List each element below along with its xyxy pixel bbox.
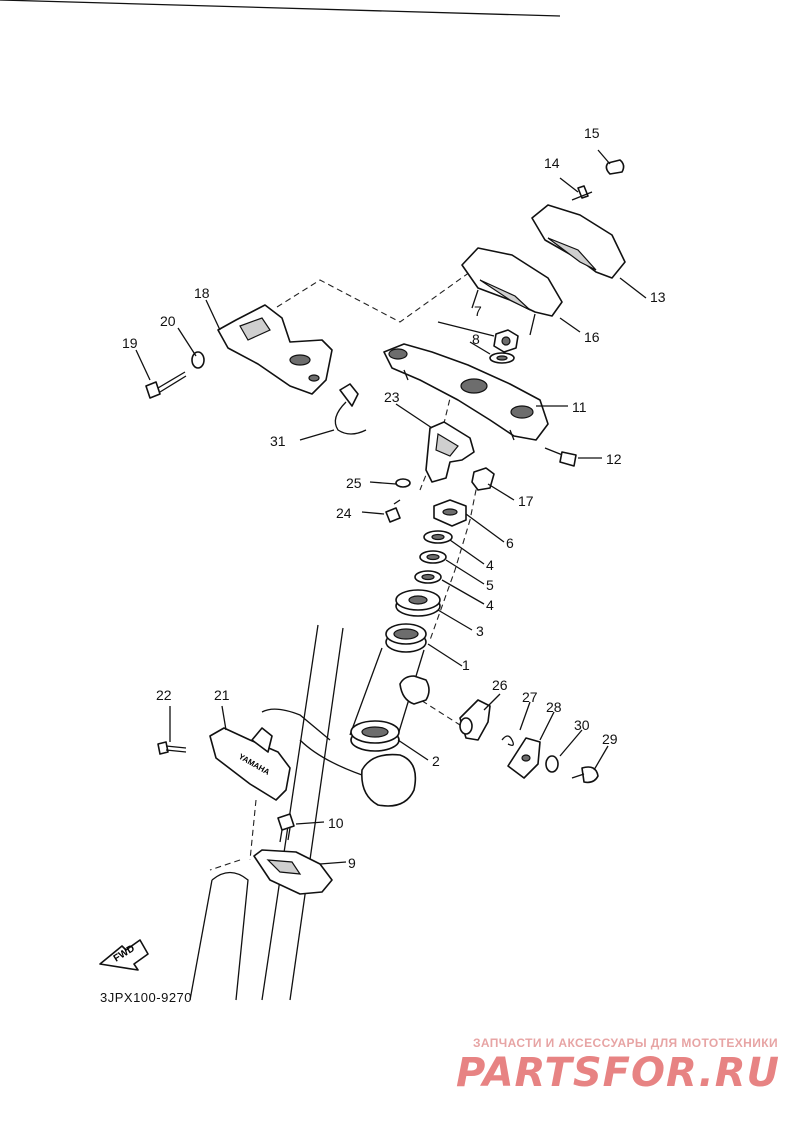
callout-c8: 8 [472, 331, 480, 347]
part-6-nut [433, 499, 467, 527]
part-4b-washer [414, 570, 442, 584]
part-2-lower-bearing [350, 720, 400, 752]
drawing-code: 3JPX100-9270 [100, 990, 193, 1005]
leader-lines [0, 0, 647, 865]
part-17-collar [471, 467, 495, 491]
callout-c13: 13 [650, 289, 666, 305]
callout-c4b: 4 [486, 597, 494, 613]
part-26-lock [459, 699, 491, 741]
part-5-lock-washer [419, 550, 447, 564]
callout-c4a: 4 [486, 557, 494, 573]
callout-c10: 10 [328, 815, 344, 831]
part-25-washer [395, 478, 411, 488]
callout-c24: 24 [336, 505, 352, 521]
callout-c14: 14 [544, 155, 560, 171]
callout-c29: 29 [602, 731, 618, 747]
callout-c17: 17 [518, 493, 534, 509]
part-15-cap [605, 159, 625, 175]
callout-c22: 22 [156, 687, 172, 703]
part-13-upper-holder [531, 204, 626, 279]
part-28-plate [507, 737, 541, 779]
callout-c2: 2 [432, 753, 440, 769]
watermark-logo: PARTSFOR.RU [455, 1050, 780, 1096]
part-22-bolt [157, 741, 187, 755]
part-31-clip [334, 383, 367, 435]
callout-c27: 27 [522, 689, 538, 705]
part-4a-washer [423, 530, 453, 544]
part-24-bolt [385, 499, 401, 523]
callout-c20: 20 [160, 313, 176, 329]
part-20-washer [191, 351, 205, 369]
part-12-bolt [544, 447, 577, 467]
part-27-spring [501, 735, 514, 746]
callout-labels: 1234456789101112131415161718192021222324… [122, 125, 666, 871]
callout-c19: 19 [122, 335, 138, 351]
callout-c15: 15 [584, 125, 600, 141]
callout-c5: 5 [486, 577, 494, 593]
part-29-screw [571, 766, 599, 784]
callout-c6: 6 [506, 535, 514, 551]
part-8-washer [489, 352, 515, 364]
callout-c12: 12 [606, 451, 622, 467]
callout-c25: 25 [346, 475, 362, 491]
frame-head-pipe [189, 624, 425, 1001]
callout-c21: 21 [214, 687, 230, 703]
steering-lock-cylinder [399, 675, 430, 705]
part-1-bearing [385, 623, 427, 653]
part-11-upper-bracket [383, 343, 549, 441]
part-9-clamp [253, 849, 333, 895]
callout-c16: 16 [584, 329, 600, 345]
callout-c3: 3 [476, 623, 484, 639]
callout-c30: 30 [574, 717, 590, 733]
fwd-arrow-icon: FWD [99, 939, 149, 971]
part-23-bracket [425, 421, 475, 483]
watermark-subtitle: ЗАПЧАСТИ И АКСЕССУАРЫ ДЛЯ МОТОТЕХНИКИ [472, 1036, 778, 1050]
part-18-bracket [217, 304, 333, 395]
callout-c31: 31 [270, 433, 286, 449]
part-7-nut [493, 329, 519, 353]
callout-c28: 28 [546, 699, 562, 715]
callout-c9: 9 [348, 855, 356, 871]
part-19-bolt [145, 371, 187, 399]
part-10-bolt [277, 813, 295, 843]
part-30-washer [545, 755, 559, 773]
callout-c11: 11 [572, 399, 587, 415]
callout-c7: 7 [474, 303, 482, 319]
part-16-lower-holder [461, 247, 563, 336]
part-3-bearing-cover [395, 589, 441, 617]
callout-c18: 18 [194, 285, 210, 301]
part-14-bolt [571, 185, 593, 201]
callout-c26: 26 [492, 677, 508, 693]
part-21-emblem-bracket: YAMAHA [209, 727, 291, 801]
callout-c23: 23 [384, 389, 400, 405]
callout-c1: 1 [462, 657, 470, 673]
